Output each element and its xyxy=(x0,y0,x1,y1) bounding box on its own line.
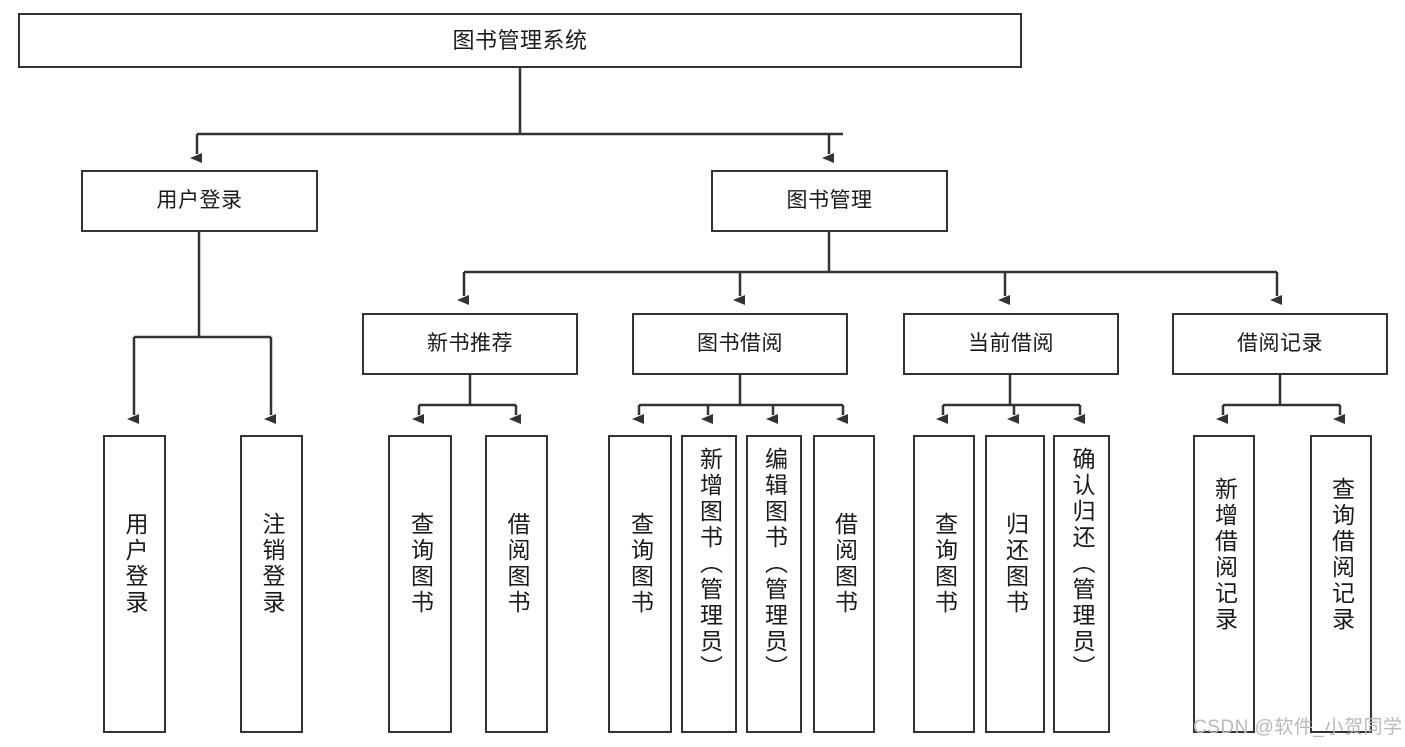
csdn-watermark: CSDN @软件_小贺同学 xyxy=(1193,717,1403,738)
leaf-user-login-logout-label: 注销登录 xyxy=(259,512,285,616)
leaf-new-book-query[interactable]: 查询图书 xyxy=(388,435,452,733)
leaf-book-borrow-borrow-label: 借阅图书 xyxy=(831,512,858,616)
node-user-login-label: 用户登录 xyxy=(156,188,243,212)
leaf-user-login-login-label: 用户登录 xyxy=(122,512,148,616)
node-borrow-record[interactable]: 借阅记录 xyxy=(1172,313,1388,375)
leaf-current-borrow-query[interactable]: 查询图书 xyxy=(913,435,975,733)
leaf-borrow-record-add-label: 新增借阅记录 xyxy=(1211,477,1238,633)
node-root[interactable]: 图书管理系统 xyxy=(18,13,1022,68)
leaf-current-borrow-confirm[interactable]: 确认归还（管理员） xyxy=(1053,435,1110,733)
node-current-borrow-label: 当前借阅 xyxy=(968,331,1054,355)
leaf-current-borrow-return-label: 归还图书 xyxy=(1002,512,1029,616)
node-user-login[interactable]: 用户登录 xyxy=(81,170,318,232)
node-book-borrow[interactable]: 图书借阅 xyxy=(632,313,848,375)
leaf-book-borrow-add[interactable]: 新增图书（管理员） xyxy=(681,435,737,733)
node-current-borrow[interactable]: 当前借阅 xyxy=(903,313,1119,375)
node-book-management-label: 图书管理 xyxy=(786,188,873,212)
leaf-current-borrow-query-label: 查询图书 xyxy=(931,512,958,616)
leaf-book-borrow-edit-label: 编辑图书（管理员） xyxy=(761,447,788,681)
node-borrow-record-label: 借阅记录 xyxy=(1237,331,1323,355)
leaf-borrow-record-query[interactable]: 查询借阅记录 xyxy=(1310,435,1372,733)
leaf-new-book-borrow[interactable]: 借阅图书 xyxy=(485,435,548,733)
node-new-book-recommend-label: 新书推荐 xyxy=(427,331,513,355)
leaf-new-book-borrow-label: 借阅图书 xyxy=(504,512,530,616)
leaf-book-borrow-query-label: 查询图书 xyxy=(627,512,654,616)
leaf-book-borrow-edit[interactable]: 编辑图书（管理员） xyxy=(746,435,802,733)
leaf-user-login-login[interactable]: 用户登录 xyxy=(103,435,166,733)
node-new-book-recommend[interactable]: 新书推荐 xyxy=(362,313,578,375)
leaf-borrow-record-add[interactable]: 新增借阅记录 xyxy=(1193,435,1255,733)
leaf-book-borrow-add-label: 新增图书（管理员） xyxy=(696,447,723,681)
node-book-borrow-label: 图书借阅 xyxy=(697,331,783,355)
leaf-current-borrow-confirm-label: 确认归还（管理员） xyxy=(1069,447,1095,681)
leaf-new-book-query-label: 查询图书 xyxy=(407,512,434,616)
leaf-user-login-logout[interactable]: 注销登录 xyxy=(240,435,303,733)
leaf-current-borrow-return[interactable]: 归还图书 xyxy=(985,435,1045,733)
leaf-borrow-record-query-label: 查询借阅记录 xyxy=(1328,477,1355,633)
node-root-label: 图书管理系统 xyxy=(452,27,588,53)
leaf-book-borrow-query[interactable]: 查询图书 xyxy=(608,435,672,733)
node-book-management[interactable]: 图书管理 xyxy=(711,170,948,232)
leaf-book-borrow-borrow[interactable]: 借阅图书 xyxy=(813,435,875,733)
